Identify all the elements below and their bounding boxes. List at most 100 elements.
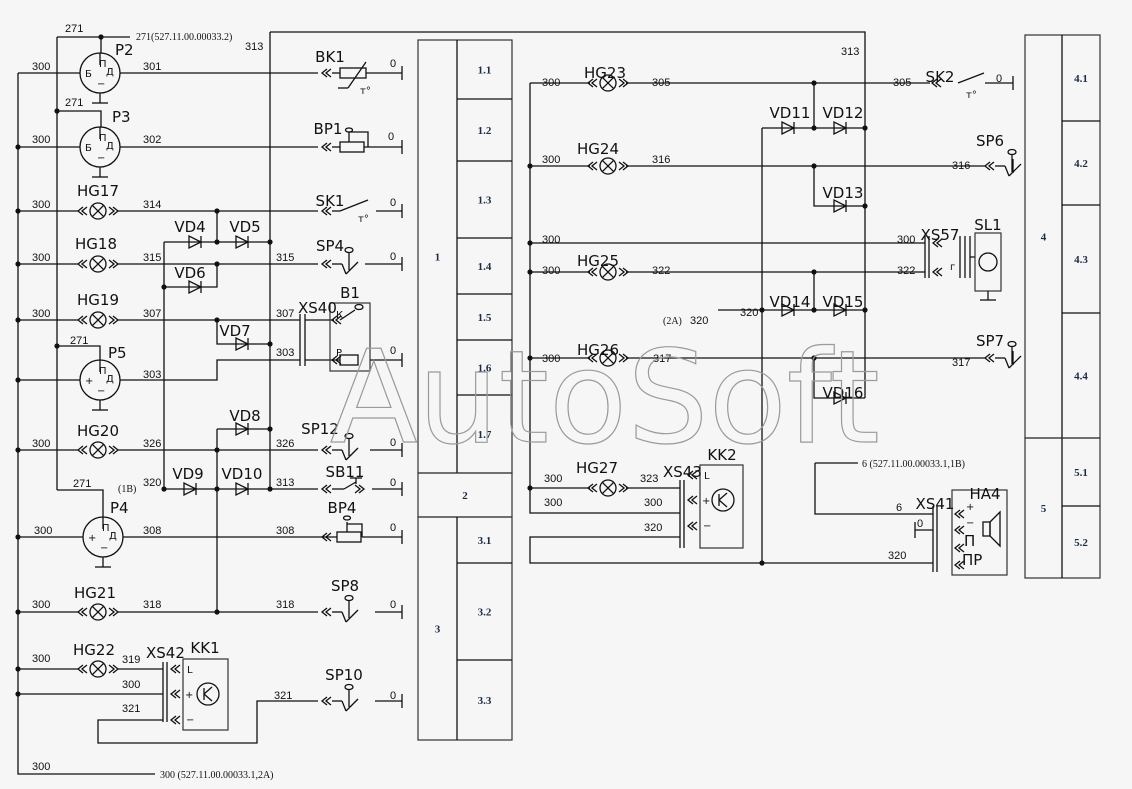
label-p4: P4 (110, 499, 129, 517)
wire-number: 300 (32, 134, 50, 146)
connector-chevron-icon (320, 68, 332, 78)
diode-icon (188, 279, 203, 295)
connector-chevron-icon (586, 353, 598, 363)
junction-dot (54, 108, 60, 114)
bus-300 (17, 73, 155, 775)
wire-number: 300 (897, 234, 915, 246)
lamp-cross (601, 265, 615, 279)
connector-chevron-icon (108, 664, 120, 674)
chevron (76, 315, 84, 325)
pressure-sensor-icon (320, 127, 365, 153)
label-hg27: HG27 (576, 459, 618, 477)
chevron (324, 68, 332, 78)
ha4-pin-pr: ПР (962, 551, 982, 569)
junction-dot (161, 284, 167, 290)
kk1-box (182, 658, 229, 731)
chevron (80, 664, 88, 674)
chevron (320, 206, 328, 216)
connector-chevron-icon (76, 664, 88, 674)
b1-box (329, 302, 371, 372)
connector-chevron-icon (330, 355, 342, 365)
label-vd8: VD8 (229, 407, 260, 425)
wire-number: 300 (32, 653, 50, 665)
wire-number: 321 (122, 703, 140, 715)
p2-pin-d: Д (106, 67, 114, 78)
right-table-row-label: 5.1 (1074, 467, 1088, 479)
chevron (622, 267, 630, 277)
wire-line (1008, 355, 1022, 369)
junction-dot (54, 343, 60, 349)
connector-chevron-icon (108, 206, 120, 216)
lamp-circle (89, 202, 107, 220)
diode-icon (833, 302, 848, 318)
chevron (324, 532, 332, 542)
chevron (320, 607, 328, 617)
junction-dot (98, 34, 104, 40)
chevron (622, 483, 630, 493)
connector-chevron-icon (618, 78, 630, 88)
wire-line (339, 199, 369, 212)
lamp-cross (91, 313, 105, 327)
connector-chevron-icon (953, 525, 965, 535)
diode-triangle (833, 198, 848, 214)
chevron (112, 664, 120, 674)
connector-chevron-icon (586, 161, 598, 171)
diode-icon (235, 481, 250, 497)
left-table-row-label: 1.6 (478, 363, 492, 375)
label-sp4: SP4 (316, 237, 344, 255)
chevron (358, 484, 366, 494)
lamp-icon (76, 603, 120, 621)
diode-icon (781, 302, 796, 318)
junction-dot (161, 486, 167, 492)
wire-number: 6 (896, 502, 902, 514)
chevron (930, 78, 938, 88)
wire-line (718, 499, 728, 508)
wire-line (529, 83, 680, 514)
wire-number: 303 (143, 369, 161, 381)
junction-dot (862, 203, 868, 209)
lamp-icon (586, 349, 630, 367)
chevron (935, 267, 943, 277)
wire-line (345, 261, 359, 275)
label-hg18: HG18 (75, 235, 117, 253)
thermal-switch-sk2-icon (930, 72, 985, 88)
chevron (80, 206, 88, 216)
chevron (320, 696, 328, 706)
diode-triangle (781, 302, 796, 318)
lamp-circle (89, 311, 107, 329)
ha4-pin-plus: + (966, 502, 974, 513)
wire-number: 308 (276, 525, 294, 537)
wire-number: 0 (390, 197, 396, 209)
label-hg24: HG24 (577, 140, 619, 158)
wire-number: 316 (952, 160, 970, 172)
ha4-pin-minus: − (966, 518, 974, 529)
wire-number: 0 (390, 599, 396, 611)
thermistor-icon (320, 61, 367, 89)
wire-line (343, 481, 357, 490)
kk2-box (699, 464, 744, 549)
left-table-row-label: 1.3 (478, 195, 492, 207)
diode-triangle (235, 421, 250, 437)
wire-number: 0 (390, 345, 396, 357)
label-xs41: XS41 (916, 495, 955, 513)
kk1-controller-icon (169, 658, 229, 731)
chevron (983, 161, 991, 171)
label-sb11: SB11 (326, 463, 365, 481)
wire-line (203, 693, 213, 702)
kk2-controller-icon (686, 464, 744, 549)
chevron (983, 353, 991, 363)
reference-2a: (2A) (663, 316, 682, 327)
lamp-circle (89, 255, 107, 273)
connector-chevron-icon (586, 483, 598, 493)
left-table-section-2 (417, 516, 513, 741)
p4-pin-d: Д (109, 531, 117, 542)
diode-icon (833, 120, 848, 136)
label-kk1: KK1 (190, 639, 219, 657)
ha4-box (951, 489, 1008, 576)
chevron (690, 470, 698, 480)
p2-pin-p: П (99, 59, 107, 70)
lamp-icon (586, 479, 630, 497)
wire-line (814, 463, 933, 515)
connector-chevron-icon (953, 543, 965, 553)
